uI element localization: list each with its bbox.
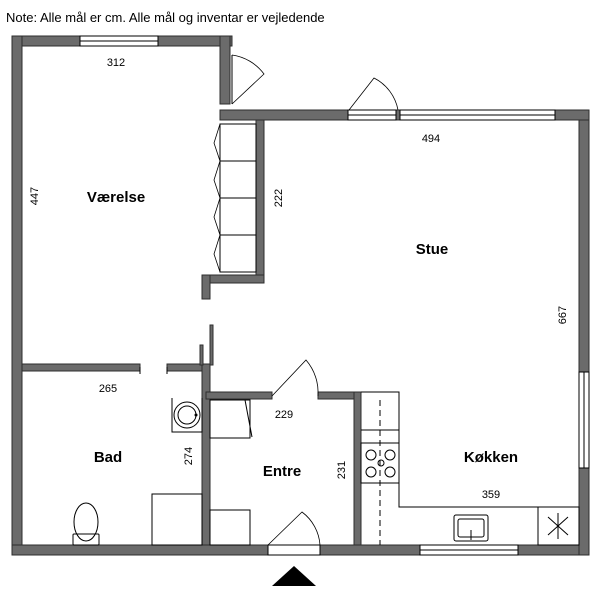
disclaimer-note: Note: Alle mål er cm. Alle mål og invent… [6,10,325,25]
bathroom-fixtures [72,398,203,546]
room-label-bad: Bad [94,449,122,466]
dim-vaerelse-height: 447 [29,187,41,205]
entrance-arrow-icon [272,566,316,586]
dim-entre-width: 229 [275,409,293,421]
entre-cabinet-bottom [209,509,251,546]
dim-kokken-width: 359 [482,489,500,501]
kitchen-fixtures [360,391,580,546]
room-label-vaerelse: Værelse [87,189,145,206]
dim-closet-height: 222 [273,189,285,207]
kitchen-sink-icon [453,514,489,542]
stove-icon [360,442,400,484]
doors [139,54,399,546]
room-label-kokken: Køkken [464,449,518,466]
dim-entre-height: 231 [336,461,348,479]
shower-area [151,493,203,546]
room-label-entre: Entre [263,463,301,480]
sink-icon [171,398,203,433]
dim-stue-width: 494 [422,133,440,145]
entrance-opening [267,544,321,556]
dim-stue-height: 667 [557,306,569,324]
toilet-icon [72,502,100,546]
range-hood-icon [537,506,580,546]
room-label-stue: Stue [416,241,449,258]
dim-vaerelse-width: 312 [107,57,125,69]
windows [79,35,590,556]
interior-walls [21,119,362,546]
entre-fixtures [209,399,253,546]
dim-bad-height: 274 [183,447,195,465]
wardrobe [213,123,257,273]
entre-cabinet-top [209,399,251,439]
dim-bad-width: 265 [99,383,117,395]
